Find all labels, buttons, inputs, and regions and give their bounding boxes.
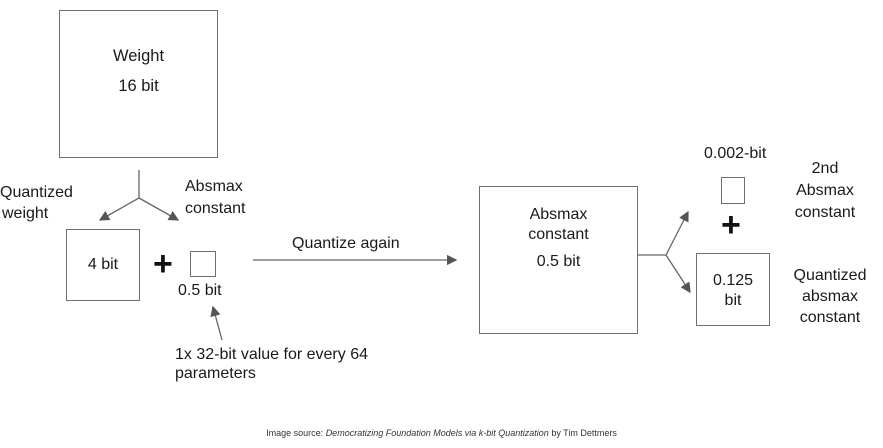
- second-absmax-label-1: 2nd: [811, 160, 839, 177]
- second-absmax-label-2: Absmax: [796, 182, 854, 199]
- absmax-constant-label-1: Absmax: [185, 178, 243, 195]
- caption-suffix: by Tim Dettmers: [548, 428, 617, 438]
- quantized-absmax-label-3: constant: [799, 309, 861, 326]
- quantized-absmax-label-2: absmax: [801, 288, 859, 305]
- absmax-constant-square: [190, 251, 216, 277]
- plus-icon: +: [153, 245, 173, 283]
- image-source-caption: Image source: Democratizing Foundation M…: [0, 428, 883, 438]
- absmax-box-line-2: constant: [528, 226, 589, 243]
- absmax-constant-box: Absmax constant 0.5 bit: [479, 186, 638, 334]
- second-absmax-square: [721, 177, 745, 204]
- quantized-weight-bits: 4 bit: [87, 256, 119, 273]
- arrow-to-second-absmax: [665, 210, 689, 256]
- caption-prefix: Image source:: [266, 428, 326, 438]
- quantized-absmax-label-1: Quantized: [793, 267, 867, 284]
- quantize-again-label: Quantize again: [292, 235, 400, 252]
- weight-box: Weight 16 bit: [59, 10, 218, 158]
- absmax-box-line-3: 0.5 bit: [536, 253, 581, 270]
- quantized-absmax-bits-1: 0.125: [712, 272, 754, 289]
- caption-title: Democratizing Foundation Models via k-bi…: [325, 428, 549, 438]
- annotation-line-1: 1x 32-bit value for every 64: [175, 346, 368, 363]
- arrow-annotation: [210, 305, 223, 341]
- arrow-to-quantized-absmax: [665, 254, 691, 294]
- absmax-constant-bits: 0.5 bit: [178, 282, 222, 299]
- quantized-absmax-box: 0.125 bit: [696, 253, 770, 326]
- second-absmax-label-3: constant: [794, 204, 856, 221]
- quantized-weight-label-2: weight: [2, 205, 49, 222]
- absmax-constant-label-2: constant: [185, 200, 246, 217]
- quantized-weight-label-1: Quantized: [0, 184, 73, 201]
- second-absmax-bits: 0.002-bit: [704, 145, 767, 162]
- arrow-to-quantized-weight: [98, 197, 140, 221]
- absmax-box-line-1: Absmax: [529, 206, 588, 223]
- arrow-to-absmax-constant: [138, 197, 180, 221]
- quantized-absmax-bits-2: bit: [724, 292, 742, 309]
- weight-label: Weight: [112, 47, 165, 65]
- plus-icon-2: +: [721, 206, 741, 244]
- quantized-weight-box: 4 bit: [66, 229, 140, 301]
- weight-bits: 16 bit: [118, 77, 159, 95]
- annotation-line-2: parameters: [175, 365, 256, 382]
